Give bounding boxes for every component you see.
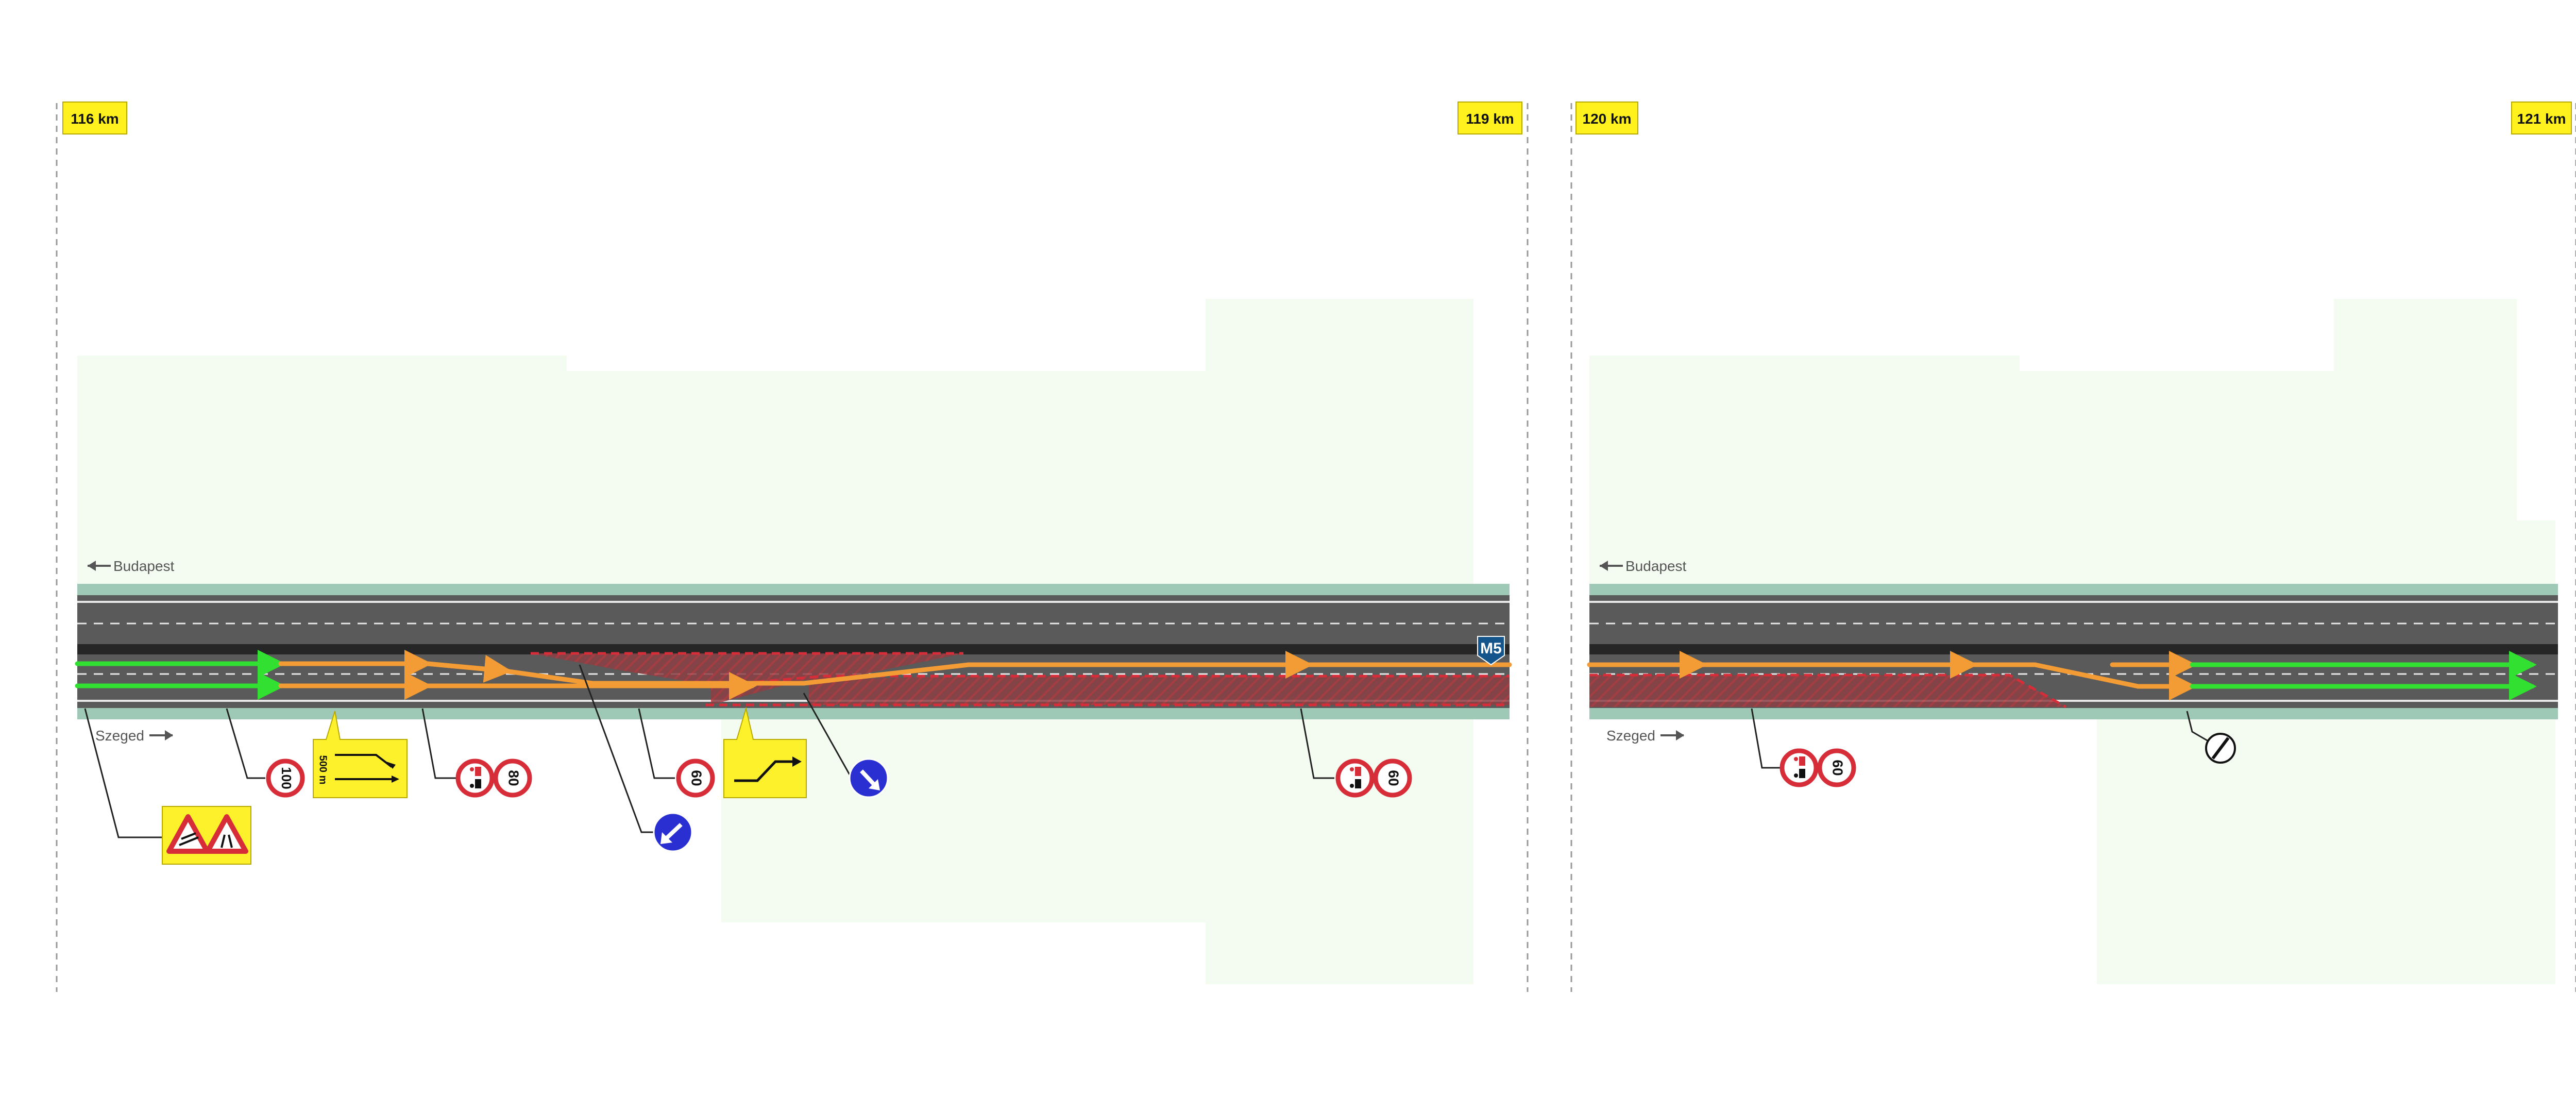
svg-text:121 km: 121 km [2517,111,2566,127]
road-narrows-icon [205,814,248,854]
lane-paths [1587,651,2537,700]
closed-zone-outline [531,652,1510,706]
speed-limit-60-sign: 60 [676,759,715,798]
svg-text:Budapest: Budapest [1625,558,1687,574]
direction-budapest: Budapest [88,558,175,574]
svg-text:Szeged: Szeged [95,728,144,744]
shoulder-top [77,584,1510,595]
lane-shift-sign [723,706,807,798]
closed-zone-outline [1589,673,2067,709]
svg-text:Budapest: Budapest [113,558,175,574]
svg-text:120 km: 120 km [1583,111,1632,127]
svg-text:116 km: 116 km [71,111,118,127]
svg-text:60: 60 [1386,770,1402,786]
lane-merge-icon [335,754,396,780]
km-tag-end: 121 km [2511,102,2572,134]
no-overtaking-trucks-sign-2 [1335,759,1375,798]
closed-zone [531,653,1510,705]
svg-text:M5: M5 [1480,640,1502,657]
speed-limit-60-sign: 60 [1817,748,1856,787]
keep-left-sign [653,812,693,852]
highway-shield-m5: M5 [1477,636,1505,666]
direction-szeged: Szeged [1606,728,1684,744]
closed-zone [1589,675,2066,707]
km-tag-start: 116 km [62,102,127,134]
sign-leaders [84,664,1334,838]
end-of-restrictions-sign [2205,733,2236,764]
no-overtaking-trucks-icon [470,767,481,788]
speed-limit-60-sign-2: 60 [1373,759,1412,798]
shoulder-top [1589,584,2558,595]
sign-leaders [1751,708,2215,769]
svg-text:80: 80 [506,770,522,786]
panel-2: 120 km 121 km Budapest Szeged [1570,102,2576,992]
km-tag-end: 119 km [1458,102,1522,134]
lane-shift-icon [734,760,796,782]
roadworks-warning-sign [162,806,251,865]
end-of-restrictions-icon [2211,737,2230,760]
keep-right-sign [849,758,889,798]
speed-limit-100-sign: 100 [266,759,305,798]
lane-ends-500m-sign: 500 m [313,711,408,798]
shoulder-bottom [77,708,1510,719]
svg-text:60: 60 [1830,760,1846,776]
svg-text:60: 60 [689,770,705,786]
roadworks-warning-icon [166,814,210,854]
direction-budapest: Budapest [1600,558,1687,574]
svg-text:100: 100 [279,767,294,789]
panel-1: 116 km 119 km Budapest Szeged [56,102,1529,992]
svg-text:Szeged: Szeged [1606,728,1655,744]
direction-szeged: Szeged [95,728,173,744]
keep-left-icon [663,823,683,841]
lane-paths [75,650,1512,700]
no-overtaking-trucks-sign [1780,748,1819,787]
median [1589,644,2558,654]
speed-limit-80-sign: 80 [493,759,532,798]
shoulder-bottom [1589,708,2558,719]
no-overtaking-trucks-sign [455,759,495,798]
median [77,644,1510,654]
svg-text:500 m: 500 m [317,755,329,785]
svg-text:119 km: 119 km [1466,111,1514,127]
km-tag-start: 120 km [1575,102,1638,134]
